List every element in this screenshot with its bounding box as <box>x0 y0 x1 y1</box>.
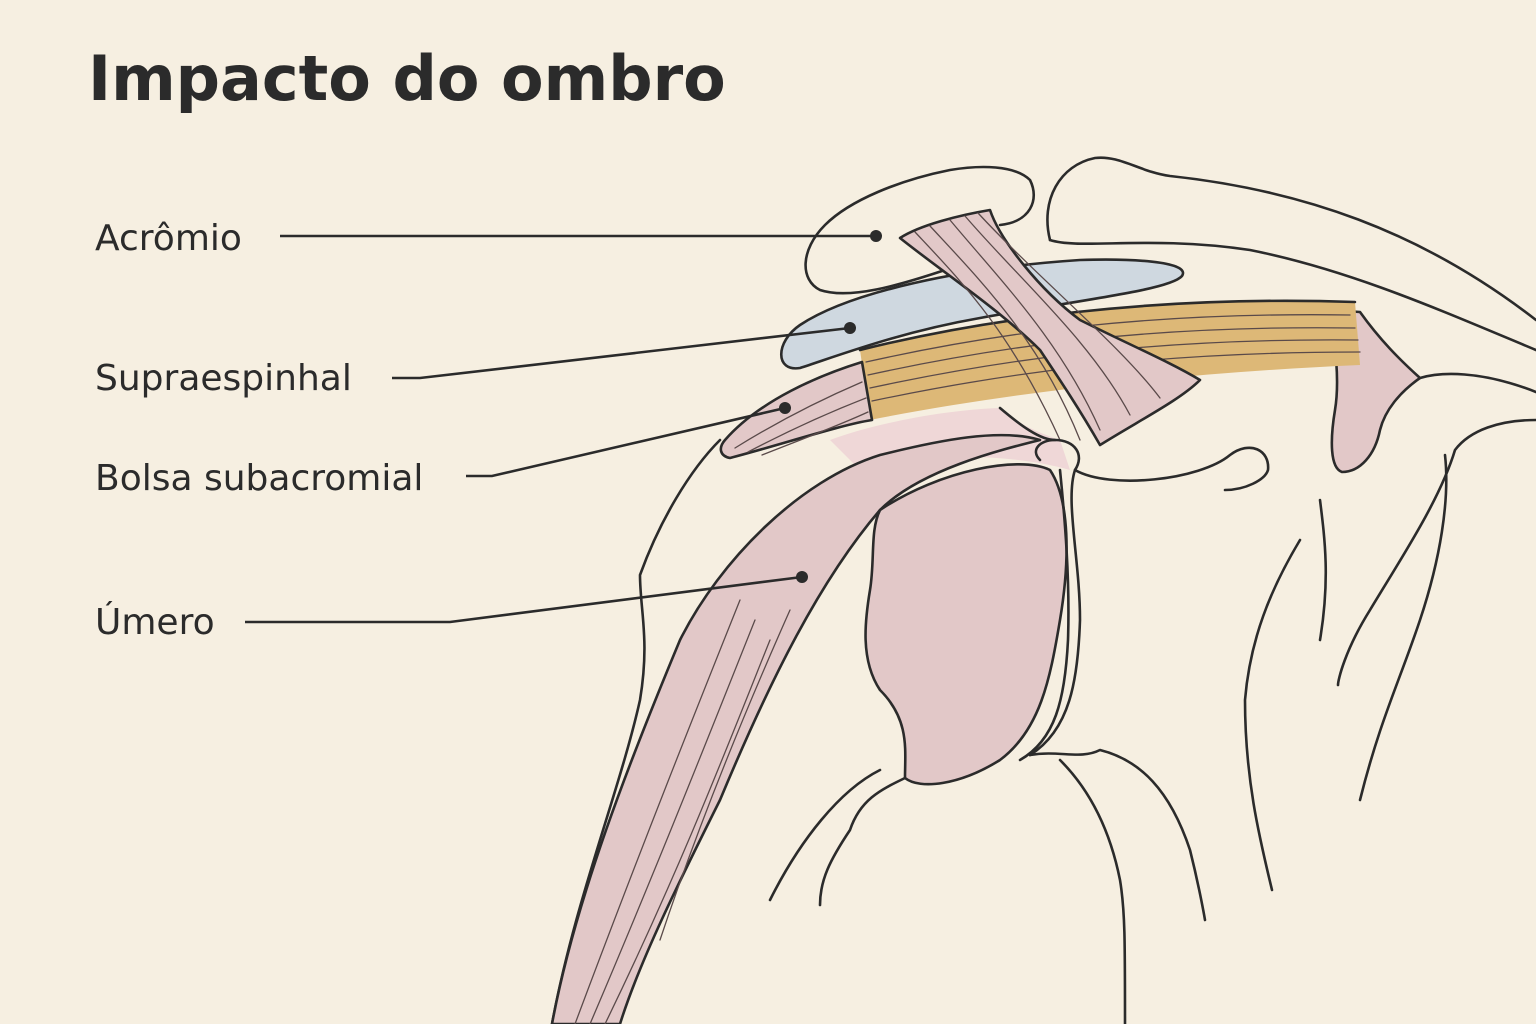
glenoid-rim-inner <box>1018 468 1070 762</box>
arm-inner-contour <box>768 768 882 902</box>
scapula-inner-outline <box>1336 418 1536 687</box>
scapula-blade-line <box>1243 538 1302 892</box>
ligament-fibers <box>914 212 1161 441</box>
humerus-shaft <box>550 433 1042 1024</box>
arm-lower-line <box>818 776 907 907</box>
supraspinatus-upper-edge <box>858 299 1357 352</box>
scapula-outline <box>1418 372 1536 394</box>
clavicle-lower-outline <box>1048 238 1536 352</box>
label-supraespinhal: Supraespinhal <box>95 322 856 399</box>
humeral-head <box>864 463 1068 786</box>
joint-space-line <box>1073 446 1270 492</box>
label-umero-text: Úmero <box>95 601 215 643</box>
shoulder-anatomy <box>550 156 1536 1024</box>
pointer-supraespinhal <box>844 322 856 334</box>
leader-umero <box>245 575 803 624</box>
pointer-bolsa <box>779 402 791 414</box>
clavicle-outline <box>1046 156 1536 322</box>
glenoid-neck-line <box>1318 498 1328 642</box>
diagram-title: Impacto do ombro <box>88 42 726 115</box>
scapula-lower-line <box>1028 748 1207 922</box>
label-bolsa: Bolsa subacromial <box>95 402 791 499</box>
pointer-umero <box>796 571 808 583</box>
pointer-acromio <box>870 230 882 242</box>
label-supraespinhal-text: Supraespinhal <box>95 358 352 399</box>
label-acromio-text: Acrômio <box>95 218 242 259</box>
tuberosity-outline <box>998 406 1057 442</box>
scapula-edge-line <box>1358 453 1448 802</box>
humerus-fibers <box>574 599 791 1024</box>
axilla-line <box>1058 758 1127 1024</box>
leader-supraespinhal <box>392 326 851 380</box>
label-acromio: Acrômio <box>95 218 882 259</box>
label-bolsa-text: Bolsa subacromial <box>95 458 423 499</box>
leader-bolsa <box>466 406 786 478</box>
bursa-muscle-fibers <box>734 381 869 456</box>
acromion-bone <box>804 165 1036 295</box>
label-umero: Úmero <box>95 571 808 643</box>
coracoacromial-ligament <box>898 208 1202 447</box>
